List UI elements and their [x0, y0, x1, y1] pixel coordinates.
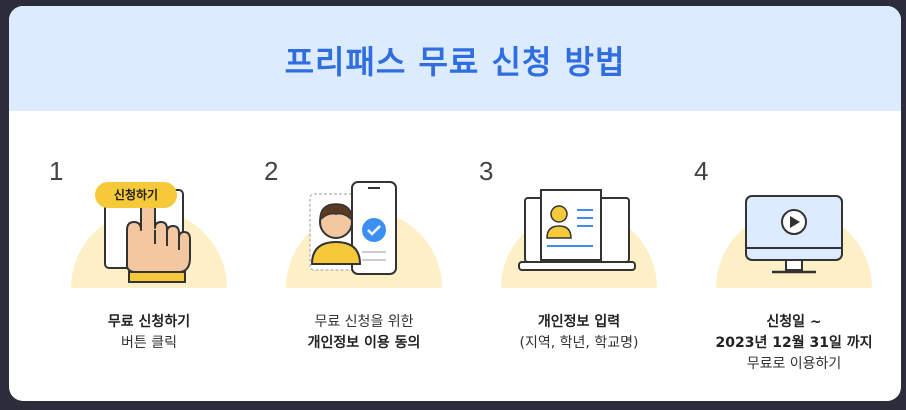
step-title: 무료 신청하기: [107, 314, 191, 330]
step-desc: 버튼 클릭: [121, 335, 177, 351]
step-2: 2 무료 신청을 위한 개인정보 이용 동의: [264, 146, 464, 386]
step-1: 1 신청하기 무료 신청하기 버튼 클릭: [49, 146, 249, 386]
step-title: 무료 신청을 위한: [314, 314, 414, 330]
step-4: 4 신청일 ~ 2023년 12월 31일 까지 무료로 이용하기: [694, 146, 894, 386]
step-desc: 무료로 이용하기: [746, 356, 842, 372]
apply-badge: 신청하기: [95, 182, 177, 208]
step-3: 3 개인정보 입력 (지역, 학년, 학교명): [479, 146, 679, 386]
free-pass-card: 프리패스 무료 신청 방법 1 신청하기 무료 신청하기 버튼 클릭 2: [9, 6, 901, 401]
monitor-play-icon: [745, 195, 843, 274]
header-banner: 프리패스 무료 신청 방법: [9, 6, 901, 111]
step-desc: 개인정보 이용 동의: [307, 335, 421, 351]
laptop-profile-icon: [518, 189, 636, 271]
step-desc: (지역, 학년, 학교명): [519, 335, 639, 351]
step-number: 3: [479, 156, 494, 186]
step-number: 4: [694, 156, 709, 186]
step-date: 2023년 12월 31일 까지: [715, 335, 873, 351]
user-check-icon: [309, 181, 397, 275]
hand-click-icon: [104, 187, 191, 283]
step-title: 개인정보 입력: [537, 314, 621, 330]
step-number: 1: [49, 156, 64, 186]
step-title: 신청일 ~: [766, 314, 822, 330]
page-title: 프리패스 무료 신청 방법: [284, 42, 626, 81]
step-number: 2: [264, 156, 279, 186]
